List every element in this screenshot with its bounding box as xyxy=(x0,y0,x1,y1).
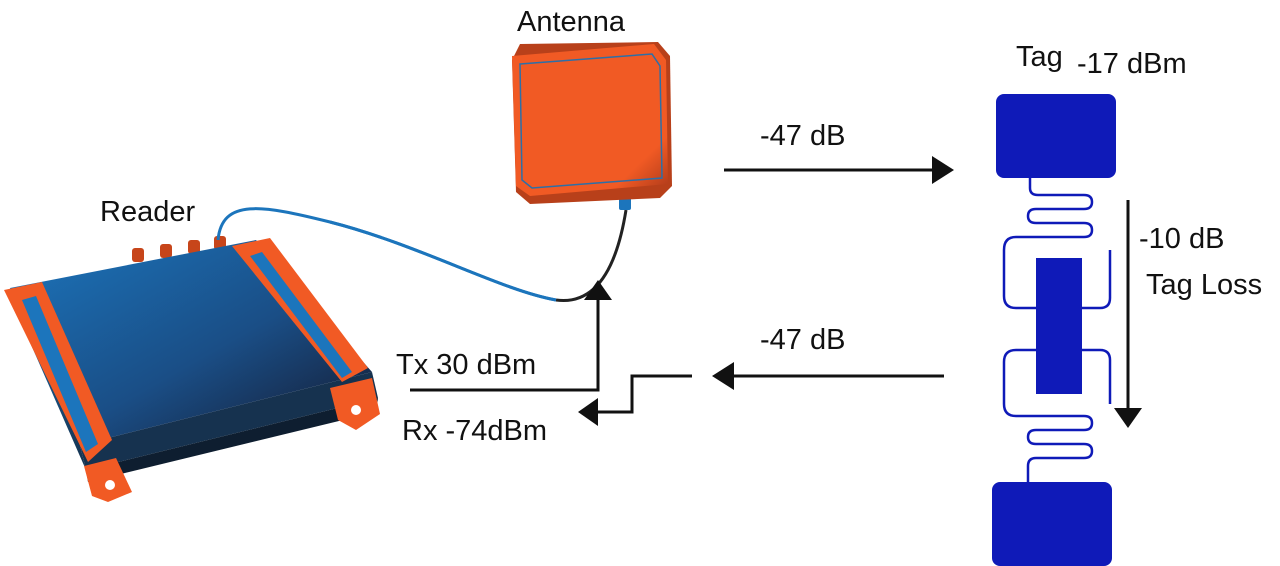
tx-arrow xyxy=(410,280,612,392)
antenna-label: Antenna xyxy=(517,6,626,38)
reader-foot-right xyxy=(330,378,380,430)
tag-loss-value-label: -10 dB xyxy=(1139,223,1224,255)
tag-power-label: -17 dBm xyxy=(1077,48,1187,80)
reader-device xyxy=(4,236,380,502)
tag-antenna-trace xyxy=(1002,178,1112,482)
tag-loss-label: Tag Loss xyxy=(1146,269,1262,301)
tag-device xyxy=(992,94,1116,566)
cable-black-segment xyxy=(555,209,628,302)
reader-foot-left xyxy=(84,458,132,502)
tag-bottom-pad xyxy=(992,482,1112,566)
return-loss-label: -47 dB xyxy=(760,324,845,356)
tag-label: Tag xyxy=(1016,41,1063,73)
tag-loss-arrow xyxy=(1114,200,1142,428)
rx-power-label: Rx -74dBm xyxy=(402,415,547,447)
forward-loss-label: -47 dB xyxy=(760,120,845,152)
rx-arrow xyxy=(578,374,692,426)
return-link-arrow xyxy=(712,362,944,390)
tag-chip xyxy=(1036,258,1082,394)
tag-top-pad xyxy=(996,94,1116,178)
antenna-device xyxy=(512,42,672,204)
tx-power-label: Tx 30 dBm xyxy=(396,349,536,381)
reader-label: Reader xyxy=(100,196,195,228)
forward-link-arrow xyxy=(724,156,954,184)
